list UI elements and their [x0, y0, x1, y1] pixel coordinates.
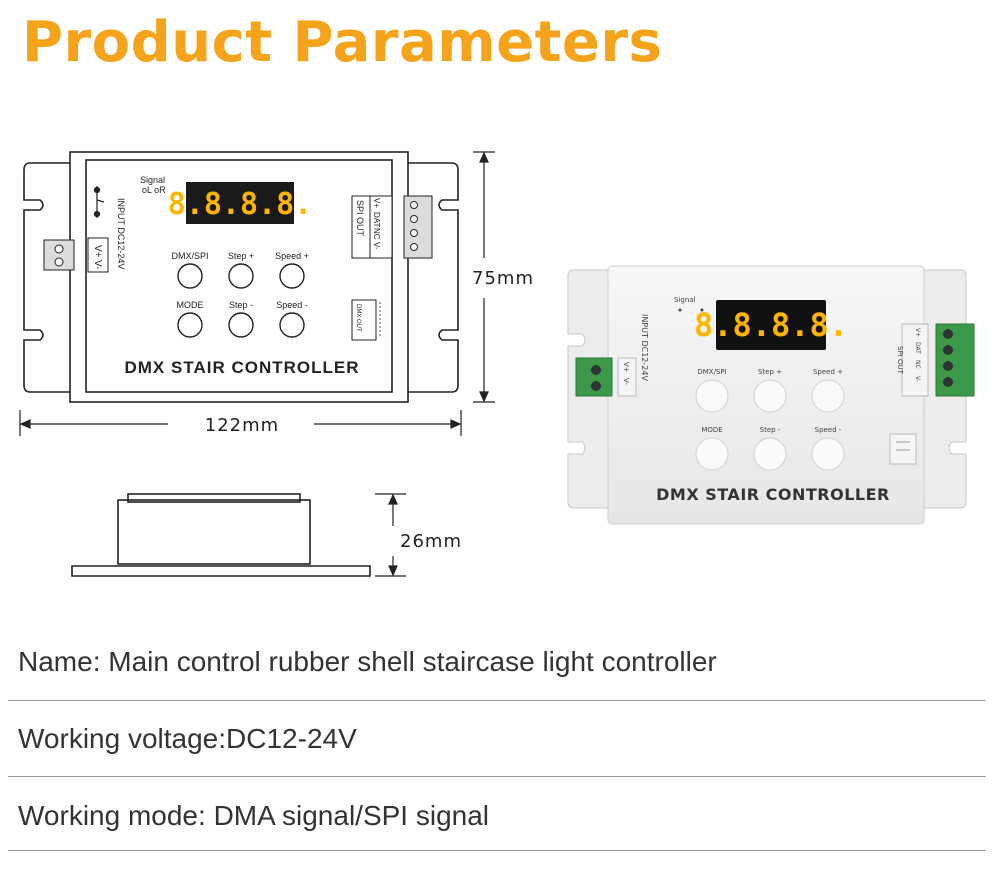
photo-button: [695, 379, 729, 413]
dimension-drawing: V+ V- INPUT DC12-24V Signal oL oR 8.8.8.…: [19, 151, 533, 577]
photo-spi-out: SPI OUT: [896, 346, 904, 375]
photo-display: [716, 300, 826, 350]
button-mode: [177, 312, 203, 338]
signal-switch-symbol: [93, 186, 105, 218]
spec-working-voltage: Working voltage:DC12-24V: [18, 723, 357, 754]
dip-label: DMX OUT: [355, 304, 361, 332]
spi-terminal-label: DAT: [372, 212, 381, 228]
signal-label: Signal: [140, 175, 165, 185]
button-speed-plus: [279, 263, 305, 289]
photo-device-name: DMX STAIR CONTROLLER: [656, 485, 890, 504]
button-step-plus: [228, 263, 254, 289]
height-dimension: [473, 151, 495, 403]
display-drawing: [186, 182, 294, 224]
dip-switch-drawing: DMX OUT: [351, 299, 381, 341]
photo-signal-label: Signal: [674, 296, 696, 304]
photo-display-digits: 8.8.8.8.: [694, 306, 848, 344]
spi-terminal-label: V-: [372, 242, 381, 250]
depth-dimension: [375, 493, 406, 577]
photo-button-label: DMX/SPI: [697, 368, 726, 376]
photo-button: [811, 379, 845, 413]
photo-spi-terminal-label: DAT: [914, 342, 921, 354]
spec-working-mode: Working mode: DMA signal/SPI signal: [18, 800, 490, 831]
photo-button: [811, 437, 845, 471]
photo-button-label: Speed +: [813, 368, 843, 376]
side-view: [71, 493, 371, 577]
power-terminal-neg-label: V-: [92, 260, 103, 269]
button-dmx-spi: [177, 263, 203, 289]
button-grid-drawing: DMX/SPI Step + Speed + MODE Step - Speed…: [171, 251, 309, 338]
power-terminal-pos-label: V+: [92, 245, 103, 258]
photo-spi-terminal-label: V-: [914, 376, 921, 382]
button-step-minus: [228, 312, 254, 338]
device-name-drawing: DMX STAIR CONTROLLER: [124, 358, 359, 377]
photo-spi-terminal: [935, 323, 975, 397]
photo-button-label: Step -: [760, 426, 781, 434]
button-label-dmx-spi: DMX/SPI: [171, 251, 208, 261]
photo-button-label: Step +: [758, 368, 782, 376]
display-digits: 8.8.8.8.: [168, 187, 313, 222]
photo-spi-terminal-label: NC: [914, 360, 921, 369]
photo-input-label: INPUT DC12-24V: [640, 314, 649, 381]
photo-button: [753, 437, 787, 471]
button-label-step-plus: Step +: [228, 251, 254, 261]
width-label: 122mm: [205, 415, 279, 436]
product-photo: V+ V- INPUT DC12-24V SPI OUT V+ DAT NC V…: [567, 265, 975, 525]
depth-label: 26mm: [400, 531, 462, 552]
button-speed-minus: [279, 312, 305, 338]
photo-power-pos: V+: [622, 362, 630, 373]
spi-out-label: SPI OUT: [355, 200, 365, 237]
divider: [8, 850, 986, 851]
front-view: [23, 151, 459, 403]
photo-spi-terminal-label: V+: [914, 328, 921, 337]
spi-out-drawing: SPI OUT V+ DAT NC V-: [351, 195, 433, 259]
width-dimension: [19, 410, 462, 436]
signal-lr-label: oL oR: [142, 185, 166, 195]
height-label: 75mm: [472, 268, 534, 289]
button-label-mode: MODE: [177, 300, 204, 310]
page-title: Product Parameters: [22, 10, 663, 75]
divider: [8, 700, 986, 701]
photo-dip-switch: [889, 433, 917, 465]
input-voltage-label: INPUT DC12-24V: [116, 198, 126, 269]
spi-terminal-label: NC: [372, 228, 381, 240]
power-terminal-drawing: V+ V-: [43, 237, 109, 273]
photo-button: [695, 437, 729, 471]
spi-terminal-label: V+: [372, 198, 381, 208]
spec-name: Name: Main control rubber shell staircas…: [18, 646, 717, 677]
photo-button-label: Speed -: [815, 426, 842, 434]
photo-power-neg: V-: [622, 378, 630, 385]
button-label-speed-minus: Speed -: [276, 300, 308, 310]
button-label-step-minus: Step -: [229, 300, 253, 310]
photo-button: [753, 379, 787, 413]
divider: [8, 776, 986, 777]
photo-button-label: MODE: [701, 426, 722, 434]
button-label-speed-plus: Speed +: [275, 251, 309, 261]
